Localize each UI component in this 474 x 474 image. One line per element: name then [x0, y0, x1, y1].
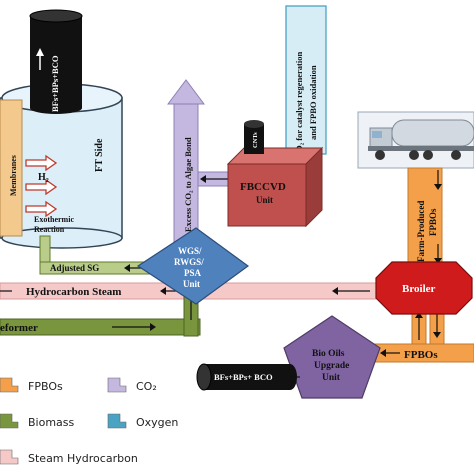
- legend-swatch-0: [0, 377, 19, 393]
- farm-fpbo-pipe: Farm-Produced FPBOs: [407, 167, 443, 269]
- fbccvd-unit-label: Unit: [256, 195, 273, 205]
- cnts-label: CNTs: [252, 132, 259, 148]
- bio-oils-line2: Upgrade: [314, 361, 349, 371]
- top-cylinder: BFs+BPs+BCO: [29, 9, 83, 114]
- fpbo-pipes: FPBOs: [371, 307, 474, 363]
- legend-swatch-3: [107, 413, 127, 429]
- co2-label: Excess CO₂ to Algae Bond: [183, 137, 193, 232]
- legend-label-4: Steam Hydrocarbon: [28, 452, 138, 465]
- wgs-line4: Unit: [183, 279, 200, 289]
- membrane-wall: [0, 99, 23, 237]
- exothermic-label: Exothermic: [34, 215, 74, 224]
- bottom-cylinder: BFs+BPs+ BCO: [196, 363, 300, 391]
- top-cylinder-label: BFs+BPs+BCO: [50, 55, 60, 112]
- fbccvd-unit: FBCCVD Unit CNTs: [226, 120, 324, 228]
- oxygen-line2: and FPBO oxidation: [308, 65, 318, 140]
- wgs-unit: WGS/ RWGS/ PSA Unit: [136, 227, 250, 305]
- bottom-cylinder-label: BFs+BPs+ BCO: [214, 372, 273, 382]
- ft-side-label: FT Side: [94, 138, 105, 172]
- fpbos-pipe-label: FPBOs: [404, 349, 438, 361]
- legend-swatch-4: [0, 449, 19, 465]
- reaction-label: Reaction: [34, 225, 65, 234]
- fbccvd-label: FBCCVD: [240, 181, 286, 193]
- hydrogen-arrows: [25, 154, 58, 218]
- membranes-label: Membranes: [9, 155, 18, 196]
- reformer-pipe: eformer: [0, 275, 201, 337]
- wgs-line3: PSA: [184, 268, 202, 278]
- legend-swatch-2: [0, 413, 19, 429]
- bio-oils-unit: Bio Oils Upgrade Unit: [283, 315, 381, 399]
- oxygen-tube: O₂ for catalyst regeneration and FPBO ox…: [285, 5, 327, 155]
- oxygen-line1: O₂ for catalyst regeneration: [294, 52, 304, 152]
- boiler-unit: Broiler: [375, 261, 473, 315]
- bio-oils-line3: Unit: [322, 373, 341, 383]
- legend-swatch-1: [107, 377, 127, 393]
- legend-label-2: Biomass: [28, 416, 75, 429]
- legend-label-0: FPBOs: [28, 380, 63, 393]
- farm-fpbo-line2: FPBOs: [428, 208, 438, 236]
- tanker-truck-icon: [357, 111, 474, 169]
- farm-fpbo-line1: Farm-Produced: [416, 201, 426, 262]
- boiler-label: Broiler: [402, 283, 436, 295]
- legend-label-3: Oxygen: [136, 416, 178, 429]
- bio-oils-line1: Bio Oils: [312, 349, 345, 359]
- adjusted-sg-label: Adjusted SG: [50, 263, 99, 273]
- h2-label: H₂: [38, 172, 49, 183]
- legend-label-1: CO₂: [136, 380, 157, 393]
- wgs-line1: WGS/: [178, 246, 202, 256]
- wgs-line2: RWGS/: [174, 257, 204, 267]
- co2-arrow: Excess CO₂ to Algae Bond: [167, 79, 231, 253]
- hydrocarbon-steam-label: Hydrocarbon Steam: [26, 286, 121, 298]
- reformer-label: eformer: [0, 322, 38, 334]
